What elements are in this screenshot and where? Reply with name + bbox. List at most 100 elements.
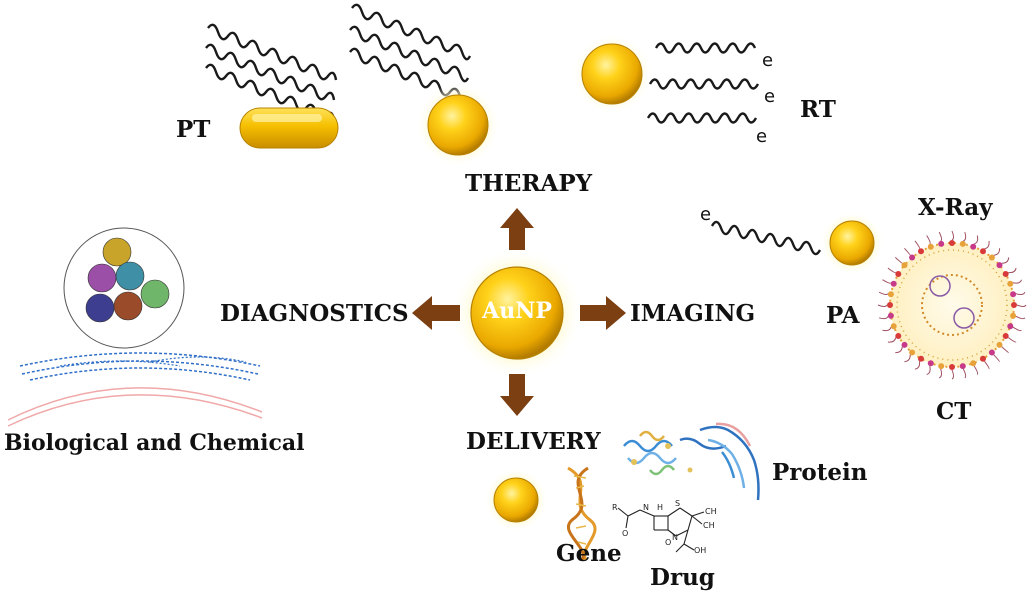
branch-delivery-label: DELIVERY: [466, 428, 601, 455]
lipid-head-dot: [949, 240, 955, 246]
electron-symbol-1: e: [762, 50, 774, 71]
lipid-head-dot: [970, 243, 977, 250]
lipid-tail: [904, 247, 911, 256]
lipid-tail: [1008, 267, 1017, 274]
protein-structure: [616, 422, 760, 501]
lipid-head-dot: [988, 349, 995, 356]
branch-diagnostics-label: DIAGNOSTICS: [220, 300, 409, 327]
lipid-tail: [895, 346, 903, 354]
biological-chemical-label: Biological and Chemical: [4, 430, 305, 456]
lipid-head-dot: [959, 240, 966, 247]
arrow-up: [500, 208, 534, 250]
lipid-head-dot: [1010, 312, 1017, 319]
liposome-ct-particle: [877, 230, 1027, 380]
lipid-head-dot: [927, 243, 934, 250]
pa-wave: [710, 220, 822, 256]
protein-label: Protein: [772, 459, 868, 486]
arrow-left: [412, 296, 460, 330]
lipid-head-dot: [1007, 280, 1014, 287]
lipid-head-dot: [1011, 302, 1017, 308]
lipid-tail: [887, 267, 897, 274]
svg-text:CH: CH: [703, 521, 715, 530]
lipid-head-dot: [1007, 323, 1014, 330]
lipid-head-dot: [895, 271, 902, 277]
lipid-head-dot: [895, 333, 902, 339]
svg-text:O: O: [622, 529, 628, 538]
lipid-head-dot: [1002, 271, 1009, 277]
lipid-head-dot: [970, 360, 977, 367]
lipid-tail: [1001, 346, 1009, 354]
lipid-head-dot: [909, 254, 916, 261]
lipid-tail: [993, 248, 1001, 256]
cell-membrane: [7, 352, 263, 427]
rt-waves: [646, 42, 760, 124]
lipid-tail: [973, 365, 979, 375]
lipid-tail: [1001, 257, 1010, 264]
lipid-head-dot: [980, 355, 986, 362]
electron-symbol-3: e: [756, 126, 768, 147]
lipid-head-dot: [996, 262, 1003, 269]
lipid-tail: [938, 231, 943, 242]
lipid-tail: [894, 257, 903, 264]
lipid-head-dot: [890, 280, 897, 287]
lipid-tail: [1012, 326, 1022, 332]
lipid-tail: [877, 304, 888, 307]
pa-label: PA: [826, 302, 860, 329]
lipid-tail: [926, 366, 931, 375]
lipid-tail: [962, 368, 967, 379]
lipid-tail: [963, 231, 967, 242]
lipid-tail: [926, 235, 931, 245]
drug-label: Drug: [650, 564, 715, 591]
dna-helix: [567, 466, 597, 561]
lipid-head-dot: [887, 302, 893, 308]
lipid-head-dot: [1010, 291, 1017, 298]
arrow-down: [500, 374, 534, 416]
lipid-tail: [938, 368, 943, 379]
svg-text:OH: OH: [694, 546, 706, 555]
lipid-tail: [914, 361, 921, 370]
svg-text:S: S: [675, 499, 680, 508]
lipid-head-dot: [927, 360, 934, 367]
lipid-head-dot: [918, 355, 924, 362]
lipid-head-dot: [887, 312, 894, 319]
svg-text:N: N: [672, 533, 678, 542]
svg-text:N: N: [643, 503, 649, 512]
lipid-tail: [1016, 304, 1027, 307]
center-label: AuNP: [482, 298, 552, 324]
lipid-tail: [951, 230, 954, 241]
drug-molecule: [617, 507, 705, 553]
lipid-tail: [882, 279, 892, 284]
lipid-tail: [1013, 279, 1022, 284]
lipid-head-dot: [959, 363, 966, 370]
pt-label: PT: [176, 116, 211, 143]
lipid-head-dot: [918, 248, 924, 255]
gene-label: Gene: [556, 540, 622, 567]
lipid-tail: [984, 360, 990, 370]
lipid-head-dot: [938, 363, 945, 370]
xray-label: X-Ray: [918, 194, 993, 221]
gold-nanosphere-rt: [581, 43, 643, 105]
drug-molecule-atoms: R O N H S O N CH CH OH: [612, 499, 717, 555]
lipid-tail: [984, 240, 990, 250]
lipid-head-dot: [980, 248, 986, 255]
lipid-tail: [1015, 315, 1026, 320]
electron-symbol-pa: e: [700, 204, 712, 225]
lipid-head-dot: [901, 262, 908, 269]
svg-text:O: O: [665, 538, 671, 547]
lipid-head-dot: [890, 323, 897, 330]
lipid-tail: [882, 327, 892, 332]
pt-wave-1: [205, 23, 338, 121]
gold-nanosphere-pa: [829, 220, 875, 266]
rt-label: RT: [800, 96, 836, 123]
lipid-tail: [951, 369, 954, 380]
svg-text:CH: CH: [705, 507, 717, 516]
svg-text:H: H: [657, 503, 663, 512]
lipid-head-dot: [901, 341, 908, 348]
lipid-head-dot: [909, 349, 916, 356]
lipid-tail: [1015, 291, 1026, 296]
lipid-head-dot: [996, 341, 1003, 348]
lipid-tail: [878, 291, 889, 296]
center-aunp-sphere: [470, 266, 564, 360]
